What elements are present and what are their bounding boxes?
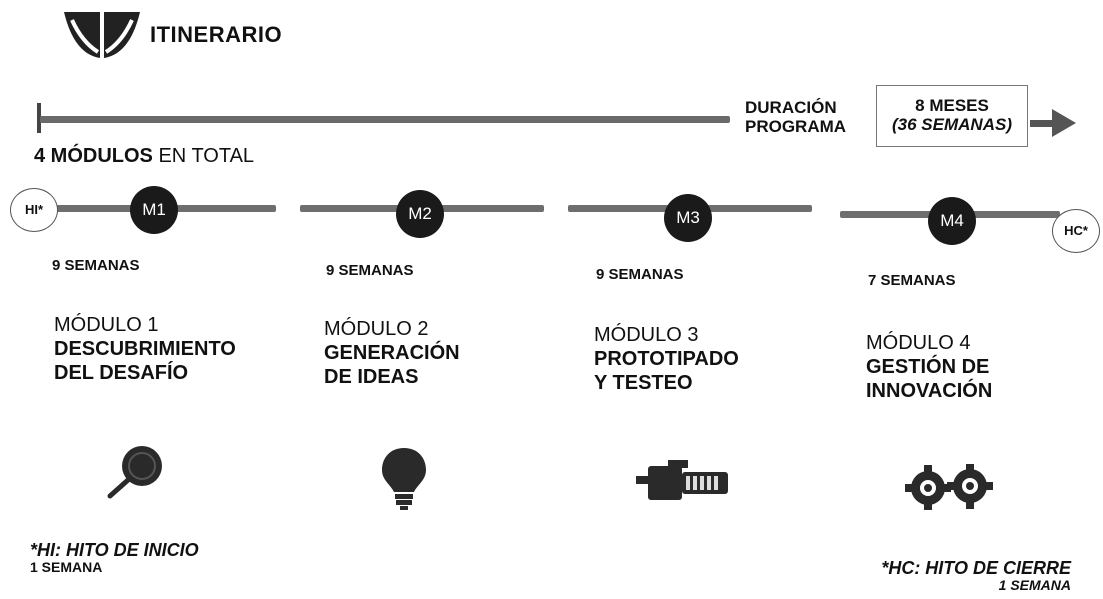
lightbulb-icon bbox=[380, 446, 428, 517]
module-node-3: M3 bbox=[664, 194, 712, 242]
module-2-title: MÓDULO 2 GENERACIÓN DE IDEAS bbox=[324, 317, 460, 389]
duration-weeks: (36 SEMANAS) bbox=[892, 115, 1012, 134]
module-4-name-line1: GESTIÓN DE bbox=[866, 356, 990, 378]
module-3-number: MÓDULO 3 bbox=[594, 324, 699, 346]
start-milestone-note: *HI: HITO DE INICIO 1 SEMANA bbox=[30, 540, 199, 576]
start-milestone-note-duration: 1 SEMANA bbox=[30, 559, 103, 575]
module-4-name-line2: INNOVACIÓN bbox=[866, 380, 993, 402]
duration-label-line2: PROGRAMA bbox=[745, 117, 847, 136]
end-milestone-note-duration: 1 SEMANA bbox=[998, 577, 1071, 593]
arrow-right-icon bbox=[1052, 109, 1076, 137]
module-4-number: MÓDULO 4 bbox=[866, 332, 971, 354]
module-1-title: MÓDULO 1 DESCUBRIMIENTO DEL DESAFÍO bbox=[54, 313, 236, 385]
module-2-name-line1: GENERACIÓN bbox=[324, 342, 460, 364]
duration-label: DURACIÓN PROGRAMA bbox=[745, 98, 846, 136]
magnifying-glass-icon bbox=[104, 444, 168, 505]
start-milestone: HI* bbox=[10, 188, 58, 232]
end-milestone: HC* bbox=[1052, 209, 1100, 253]
module-node-4: M4 bbox=[928, 197, 976, 245]
module-node-2: M2 bbox=[396, 190, 444, 238]
module-2-number: MÓDULO 2 bbox=[324, 318, 429, 340]
module-3-name-line1: PROTOTIPADO bbox=[594, 348, 739, 370]
module-2-weeks: 9 SEMANAS bbox=[326, 262, 414, 279]
duration-line bbox=[40, 116, 730, 123]
module-1-name-line1: DESCUBRIMIENTO bbox=[54, 338, 236, 360]
module-3-title: MÓDULO 3 PROTOTIPADO Y TESTEO bbox=[594, 323, 739, 395]
end-milestone-note: *HC: HITO DE CIERRE 1 SEMANA bbox=[846, 558, 1071, 594]
module-1-name-line2: DEL DESAFÍO bbox=[54, 362, 189, 384]
module-2-name-line2: DE IDEAS bbox=[324, 366, 419, 388]
gears-icon bbox=[902, 464, 998, 515]
end-milestone-note-title: *HC: HITO DE CIERRE bbox=[881, 558, 1071, 578]
duration-box: 8 MESES (36 SEMANAS) bbox=[876, 85, 1028, 147]
duration-start-tick bbox=[37, 103, 41, 133]
leaf-logo-icon bbox=[62, 8, 142, 62]
total-modules-rest: EN TOTAL bbox=[152, 145, 255, 167]
page-title: ITINERARIO bbox=[150, 22, 283, 47]
module-4-title: MÓDULO 4 GESTIÓN DE INNOVACIÓN bbox=[866, 331, 992, 403]
machine-icon bbox=[636, 460, 732, 509]
module-node-1: M1 bbox=[130, 186, 178, 234]
module-3-weeks: 9 SEMANAS bbox=[596, 266, 684, 283]
module-3-name-line2: Y TESTEO bbox=[594, 372, 693, 394]
duration-months: 8 MESES bbox=[915, 96, 989, 115]
total-modules-count: 4 MÓDULOS bbox=[34, 145, 153, 167]
module-1-number: MÓDULO 1 bbox=[54, 314, 159, 336]
start-milestone-note-title: *HI: HITO DE INICIO bbox=[30, 540, 199, 560]
module-4-weeks: 7 SEMANAS bbox=[868, 272, 956, 289]
module-1-weeks: 9 SEMANAS bbox=[52, 257, 140, 274]
duration-line-end bbox=[1030, 120, 1058, 127]
duration-label-line1: DURACIÓN bbox=[745, 98, 837, 117]
total-modules: 4 MÓDULOS EN TOTAL bbox=[34, 145, 254, 168]
